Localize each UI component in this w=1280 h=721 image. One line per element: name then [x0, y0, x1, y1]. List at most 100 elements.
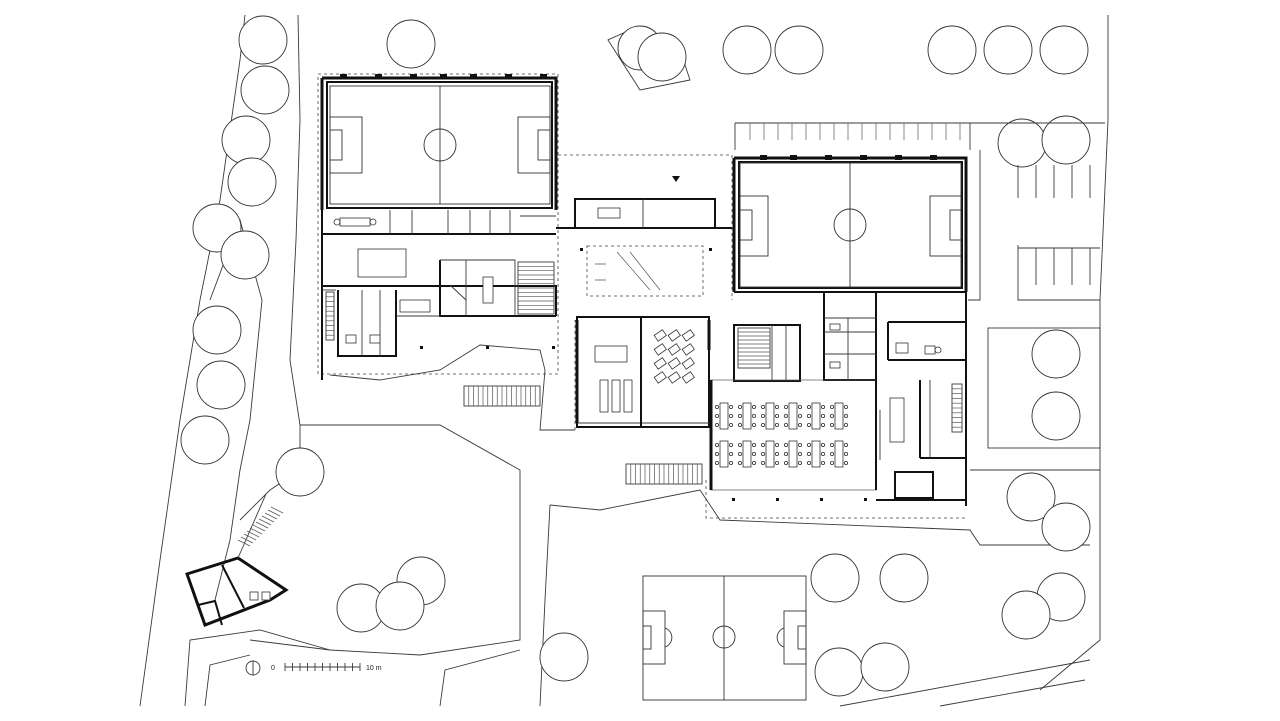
tree — [879, 553, 929, 603]
desk — [681, 329, 695, 342]
chair — [807, 422, 812, 427]
chair — [752, 460, 757, 465]
dining-table — [834, 440, 844, 468]
tree — [860, 642, 910, 692]
stair-tread — [240, 536, 254, 544]
desk-row — [611, 379, 621, 413]
facade-column — [375, 74, 382, 79]
stair-tread — [267, 509, 281, 517]
tree — [1039, 25, 1089, 75]
chair — [830, 422, 835, 427]
facade-column — [760, 155, 767, 160]
staircase — [517, 261, 555, 315]
dining-table — [742, 440, 752, 468]
facade-column — [440, 74, 447, 79]
classroom-desks — [599, 379, 633, 413]
facade-column — [825, 155, 832, 160]
dining-table — [788, 402, 798, 430]
tree — [722, 25, 772, 75]
desk — [681, 343, 695, 356]
chair — [798, 451, 803, 456]
stair-tread — [258, 518, 272, 526]
office-table — [333, 217, 377, 227]
tree — [774, 25, 824, 75]
tree — [238, 15, 288, 65]
tree — [375, 581, 425, 631]
chair — [715, 404, 720, 409]
tree — [1031, 329, 1081, 379]
desk — [653, 357, 667, 370]
classrooms-center — [574, 316, 711, 430]
reception-counter — [357, 248, 407, 278]
chair — [784, 404, 789, 409]
chair — [775, 422, 780, 427]
outdoor-football-pitch — [642, 575, 807, 701]
chair — [738, 404, 743, 409]
chair — [844, 460, 849, 465]
chair — [807, 442, 812, 447]
sports-hall-pitch-east — [739, 162, 962, 288]
facade-column — [470, 74, 477, 79]
tree — [220, 230, 270, 280]
staircase — [625, 463, 703, 485]
chair — [738, 413, 743, 418]
facade-column — [505, 74, 512, 79]
chair — [830, 413, 835, 418]
dining-table — [811, 402, 821, 430]
desk — [653, 343, 667, 356]
chair — [798, 422, 803, 427]
staircase — [463, 385, 541, 407]
facade-column — [860, 155, 867, 160]
chair — [729, 451, 734, 456]
chair — [761, 422, 766, 427]
chair — [729, 442, 734, 447]
canteen-tables — [715, 402, 849, 468]
chair — [752, 451, 757, 456]
desk — [681, 357, 695, 370]
chair — [715, 460, 720, 465]
stair-tread — [255, 521, 269, 529]
dining-table — [765, 402, 775, 430]
chair — [798, 404, 803, 409]
chair — [752, 422, 757, 427]
chair — [715, 413, 720, 418]
facade-column — [410, 74, 417, 79]
chair — [830, 451, 835, 456]
tree — [997, 118, 1047, 168]
dining-table — [742, 402, 752, 430]
chair — [798, 460, 803, 465]
chair — [729, 460, 734, 465]
desk — [667, 343, 681, 356]
chair — [844, 413, 849, 418]
stair-tread — [249, 527, 263, 535]
stair-tread — [237, 539, 251, 547]
chair — [784, 451, 789, 456]
tree — [386, 19, 436, 69]
chair — [830, 460, 835, 465]
central-connector — [556, 154, 733, 300]
chair — [761, 442, 766, 447]
tree — [227, 157, 277, 207]
desk — [667, 357, 681, 370]
chair — [729, 422, 734, 427]
stair-tread — [261, 515, 275, 523]
classroom-desks — [653, 329, 695, 384]
scale-ticks — [284, 663, 361, 671]
dining-table — [719, 440, 729, 468]
stair-tread — [252, 524, 266, 532]
desk — [653, 329, 667, 342]
stair-tread — [264, 512, 278, 520]
tree — [814, 647, 864, 697]
desk — [681, 371, 695, 384]
dining-table — [811, 440, 821, 468]
tree — [275, 447, 325, 497]
chair — [821, 460, 826, 465]
chair — [715, 451, 720, 456]
dining-table — [788, 440, 798, 468]
tree — [1001, 590, 1051, 640]
chair — [738, 451, 743, 456]
staircase — [951, 383, 963, 433]
north-arrow-icon — [672, 176, 680, 182]
tree — [192, 305, 242, 355]
